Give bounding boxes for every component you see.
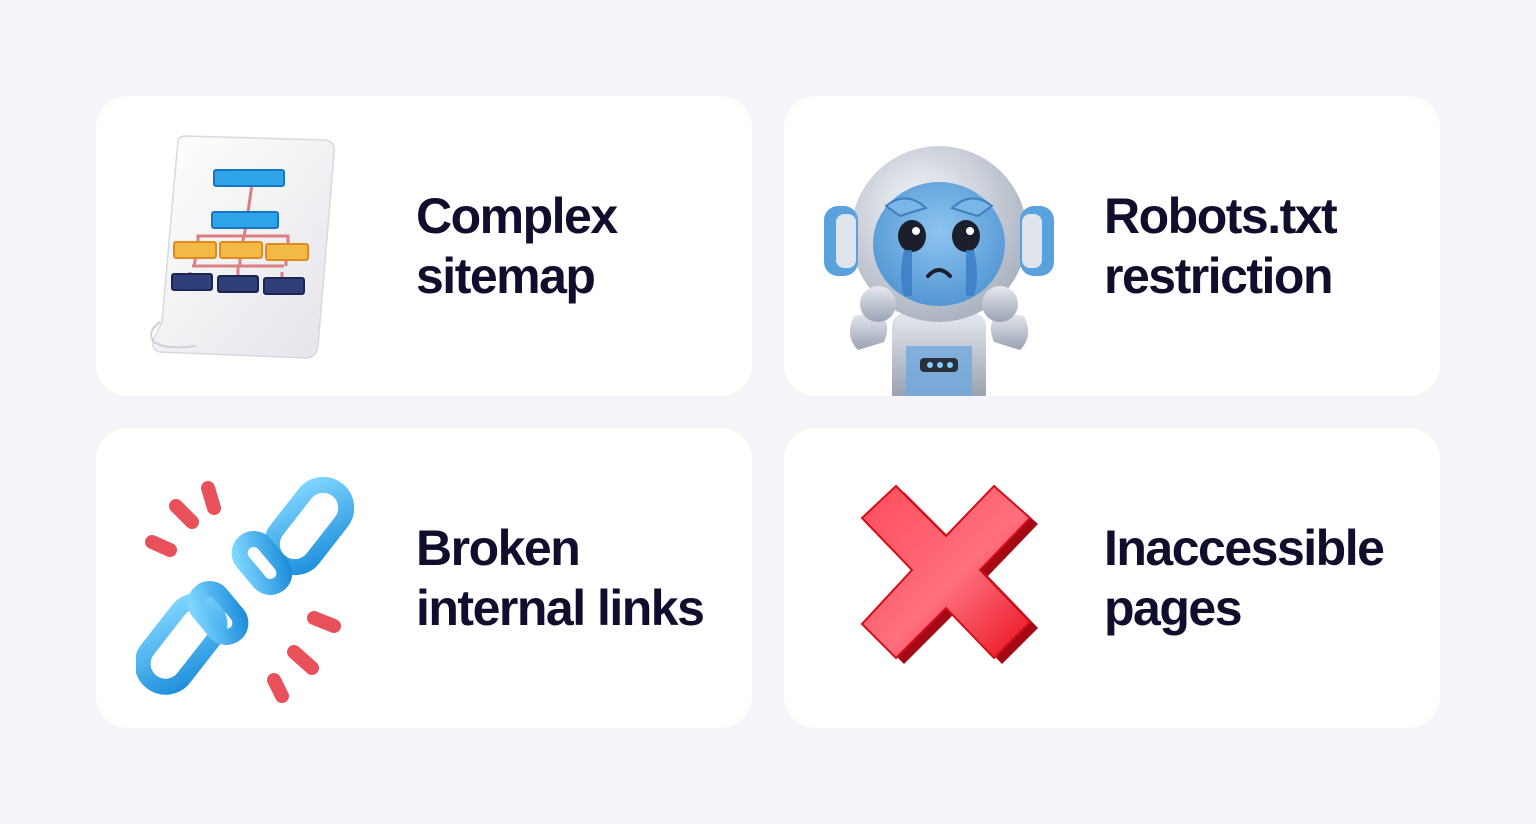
card-title: Broken internal links: [416, 518, 736, 638]
card-title: Complex sitemap: [416, 186, 736, 306]
red-cross-icon: [860, 484, 1038, 664]
card-robots-restriction: Robots.txt restriction: [784, 96, 1440, 396]
crying-robot-icon: [824, 146, 1054, 396]
card-title: Robots.txt restriction: [1104, 186, 1424, 306]
card-title-line1: Complex: [416, 188, 618, 244]
card-title-line1: Robots.txt: [1104, 188, 1338, 244]
card-complex-sitemap: Complex sitemap: [96, 96, 752, 396]
card-title-line2: sitemap: [416, 248, 596, 304]
sitemap-document-icon: [150, 135, 336, 359]
card-title-line2: internal links: [416, 580, 705, 636]
card-title: Inaccessible pages: [1104, 518, 1424, 638]
card-title-line1: Broken: [416, 520, 581, 576]
card-title-line2: pages: [1104, 580, 1243, 636]
card-title-line1: Inaccessible: [1104, 520, 1385, 576]
card-inaccessible-pages: Inaccessible pages: [784, 428, 1440, 728]
broken-chain-icon: [136, 476, 355, 703]
card-broken-links: Broken internal links: [96, 428, 752, 728]
card-title-line2: restriction: [1104, 248, 1334, 304]
